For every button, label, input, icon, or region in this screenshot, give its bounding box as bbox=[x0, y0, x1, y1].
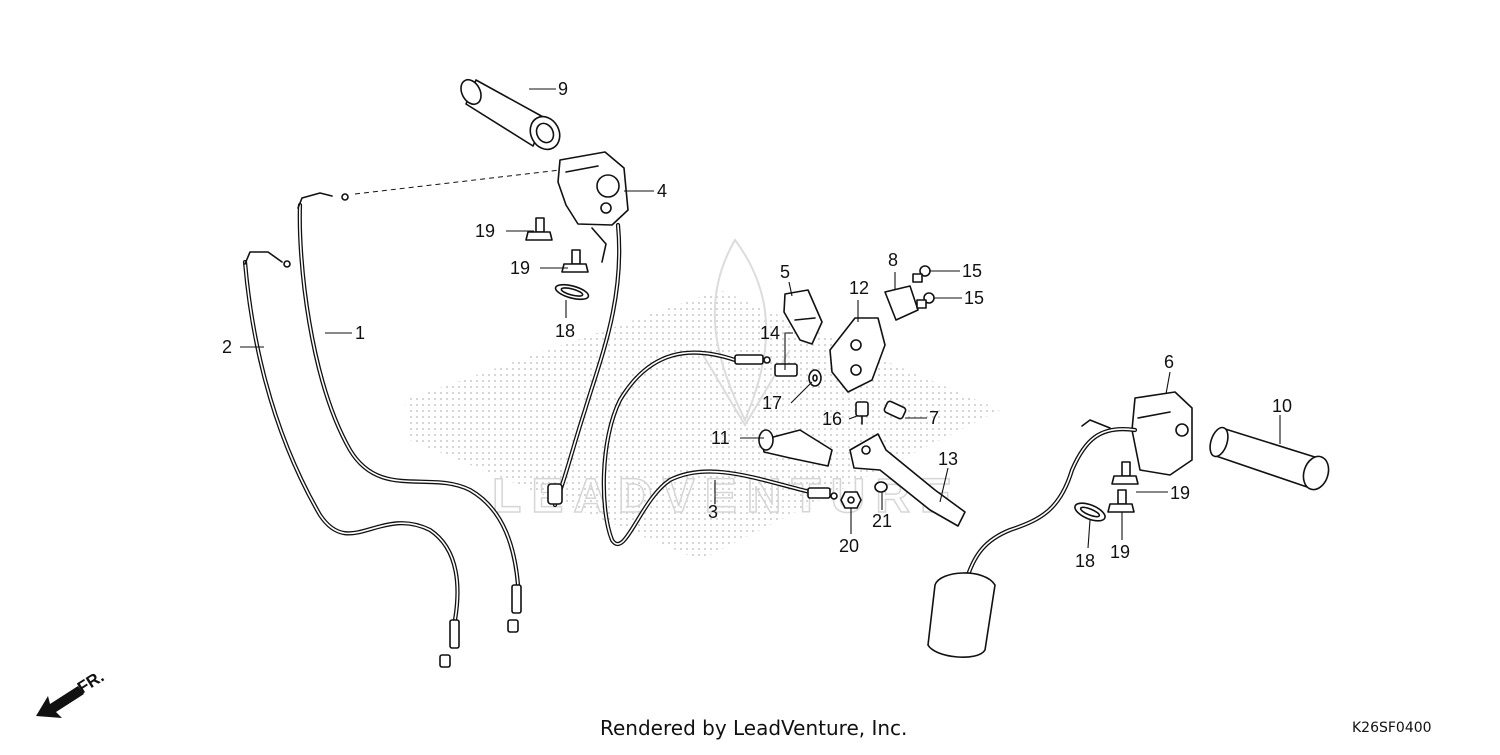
collar[interactable] bbox=[874, 481, 888, 493]
callout-13: 13 bbox=[938, 449, 958, 469]
lever-cover[interactable] bbox=[783, 289, 823, 345]
callout-18: 18 bbox=[1075, 551, 1095, 571]
lever-grip-cover[interactable] bbox=[758, 429, 833, 467]
leader-lines bbox=[240, 88, 1281, 549]
callout-10: 10 bbox=[1272, 396, 1292, 416]
callout-7: 7 bbox=[929, 408, 939, 428]
clutch-lever-bracket[interactable] bbox=[829, 317, 886, 393]
callout-15: 15 bbox=[964, 288, 984, 308]
band-clamp-right[interactable] bbox=[1073, 500, 1108, 525]
callout-9: 9 bbox=[558, 79, 568, 99]
callout-21: 21 bbox=[872, 511, 892, 531]
throttle-grip[interactable] bbox=[457, 76, 565, 154]
clutch-cable[interactable] bbox=[601, 350, 838, 546]
callout-labels: 9 4 19 19 18 1 2 5 12 8 15 15 14 17 16 7… bbox=[222, 79, 1292, 571]
cable-adjuster[interactable] bbox=[774, 363, 798, 377]
left-switch-housing[interactable] bbox=[557, 151, 629, 263]
callout-1: 1 bbox=[355, 323, 365, 343]
callout-19: 19 bbox=[1170, 483, 1190, 503]
callout-2: 2 bbox=[222, 337, 232, 357]
callout-3: 3 bbox=[708, 502, 718, 522]
callout-6: 6 bbox=[1164, 352, 1174, 372]
callout-19: 19 bbox=[1110, 542, 1130, 562]
left-switch-harness[interactable] bbox=[547, 222, 622, 508]
screw-19-right-upper[interactable] bbox=[1111, 461, 1139, 485]
callout-19: 19 bbox=[475, 221, 495, 241]
callout-12: 12 bbox=[849, 278, 869, 298]
return-cable[interactable] bbox=[242, 251, 460, 668]
watermark-text: LEADVENTURE bbox=[492, 470, 962, 523]
footer: Rendered by LeadVenture, Inc. K26SF0400 bbox=[0, 716, 1500, 746]
callout-19: 19 bbox=[510, 258, 530, 278]
clutch-lever[interactable] bbox=[849, 433, 966, 527]
credit-text: Rendered by LeadVenture, Inc. bbox=[600, 716, 908, 740]
clutch-switch[interactable] bbox=[883, 400, 907, 420]
diagram-code: K26SF0400 bbox=[1352, 720, 1432, 736]
lock-nut[interactable] bbox=[840, 491, 862, 509]
band-clamp-left[interactable] bbox=[554, 282, 590, 302]
callout-18: 18 bbox=[555, 321, 575, 341]
right-switch-harness[interactable] bbox=[927, 419, 1138, 658]
right-switch-housing[interactable] bbox=[1131, 391, 1193, 476]
front-direction-arrow-icon: FR. bbox=[36, 667, 107, 718]
screw-19-left-lower[interactable] bbox=[561, 249, 589, 273]
callout-17: 17 bbox=[762, 393, 782, 413]
right-grip[interactable] bbox=[1207, 425, 1333, 493]
callout-16: 16 bbox=[822, 409, 842, 429]
pivot-bolt[interactable] bbox=[855, 401, 869, 425]
screw-19-right-lower[interactable] bbox=[1107, 489, 1135, 513]
reference-dashed-line bbox=[354, 169, 561, 195]
throttle-cable[interactable] bbox=[297, 192, 522, 633]
callout-5: 5 bbox=[780, 262, 790, 282]
callout-8: 8 bbox=[888, 250, 898, 270]
callout-14: 14 bbox=[760, 323, 780, 343]
bracket-holder[interactable] bbox=[884, 285, 919, 321]
callout-4: 4 bbox=[657, 181, 667, 201]
callout-11: 11 bbox=[711, 428, 730, 448]
bolt-15-lower[interactable] bbox=[916, 292, 935, 309]
bolt-15-upper[interactable] bbox=[912, 265, 931, 283]
screw-19-left-upper[interactable] bbox=[525, 217, 553, 241]
callout-20: 20 bbox=[839, 536, 859, 556]
callout-15: 15 bbox=[962, 261, 982, 281]
